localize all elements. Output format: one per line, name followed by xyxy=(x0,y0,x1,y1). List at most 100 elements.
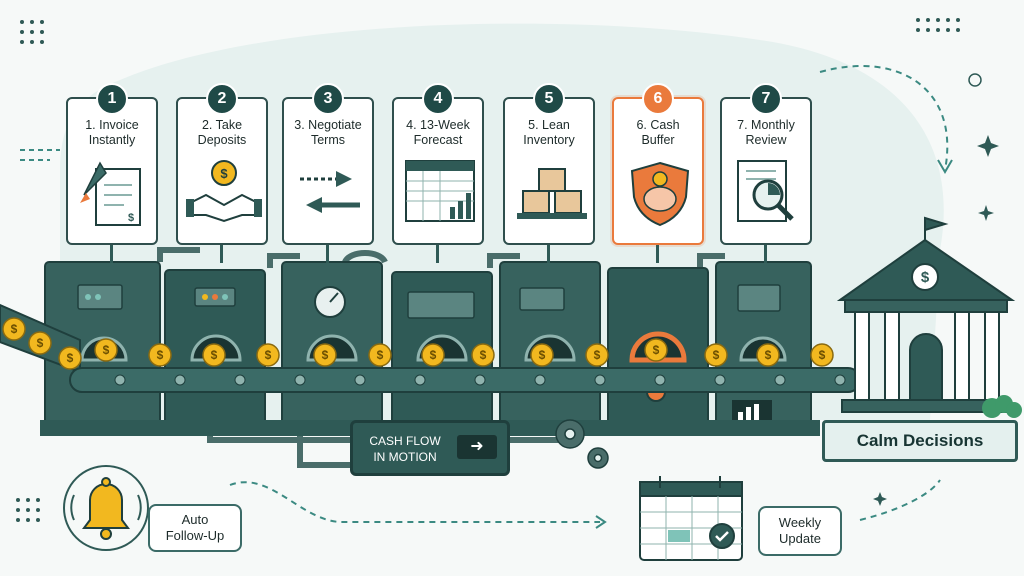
bush-icon xyxy=(982,395,1022,418)
svg-text:$: $ xyxy=(128,212,134,224)
coin-icon: $ xyxy=(313,343,337,367)
dot-grid-bottom-left xyxy=(16,498,40,522)
sparkle-icons xyxy=(873,135,999,506)
coin-icon: $ xyxy=(58,346,82,370)
coin-icon: $ xyxy=(28,331,52,355)
step-card-4: 4 4. 13-Week Forecast xyxy=(392,83,484,245)
svg-text:$: $ xyxy=(539,348,546,362)
svg-text:$: $ xyxy=(819,348,826,362)
coin-icon: $ xyxy=(2,317,26,341)
spreadsheet-chart-icon xyxy=(400,155,476,237)
svg-text:$: $ xyxy=(653,343,660,357)
coin-icon: $ xyxy=(585,343,609,367)
step-number-badge: 3 xyxy=(312,83,344,115)
step-card-5: 5 5. Lean Inventory xyxy=(503,83,595,245)
two-arrows-icon xyxy=(290,155,366,237)
coin-icon: $ xyxy=(530,343,554,367)
coin-icon: $ xyxy=(94,338,118,362)
dashed-connector-bottom xyxy=(229,481,600,523)
dashed-arc-top-right xyxy=(819,65,949,171)
step-number-badge: 6 xyxy=(642,83,674,115)
step-number-badge: 4 xyxy=(422,83,454,115)
calendar-icon xyxy=(639,476,743,561)
arrow-right-icon: ➜ xyxy=(457,435,497,459)
coin-icon: $ xyxy=(810,343,834,367)
rocket-invoice-icon: $ xyxy=(74,155,150,237)
belt-rollers xyxy=(114,374,846,386)
step-title: 3. Negotiate Terms xyxy=(294,118,362,147)
svg-text:$: $ xyxy=(220,166,228,181)
dashed-connector-right xyxy=(859,479,941,521)
indicator-lights xyxy=(85,294,228,300)
step-number-badge: 1 xyxy=(96,83,128,115)
cash-flow-label: CASH FLOW IN MOTION xyxy=(369,434,441,464)
step-title: 2. Take Deposits xyxy=(197,118,247,147)
step-number-badge: 7 xyxy=(750,83,782,115)
gear-icon xyxy=(555,419,609,469)
step-title: 5. Lean Inventory xyxy=(523,118,575,147)
coin-icon: $ xyxy=(471,343,495,367)
coin-icon: $ xyxy=(756,343,780,367)
card-connector xyxy=(764,245,767,263)
dot-grid-top-left xyxy=(20,20,44,44)
bell-wave-left xyxy=(70,494,75,521)
card-connector xyxy=(547,245,550,263)
arrow-head-top-right xyxy=(937,159,953,174)
coin-icon: $ xyxy=(202,343,226,367)
svg-text:$: $ xyxy=(37,336,44,350)
coin-icon: $ xyxy=(256,343,280,367)
svg-text:$: $ xyxy=(265,348,272,362)
step-title: 7. Monthly Review xyxy=(737,118,795,147)
svg-text:$: $ xyxy=(157,348,164,362)
gauge-icon xyxy=(314,286,346,318)
svg-text:$: $ xyxy=(377,348,384,362)
svg-text:$: $ xyxy=(480,348,487,362)
bank-dollar-sign: $ xyxy=(921,269,930,286)
step-card-6: 6 6. Cash Buffer xyxy=(612,83,704,245)
bell-wave-right xyxy=(137,494,142,521)
coin-icon: $ xyxy=(368,343,392,367)
step-card-1: 1 1. Invoice Instantly $ xyxy=(66,83,158,245)
step-number-badge: 5 xyxy=(533,83,565,115)
step-title: 1. Invoice Instantly xyxy=(85,118,139,147)
auto-followup-label: Auto Follow-Up xyxy=(148,504,242,552)
svg-text:$: $ xyxy=(11,322,18,336)
svg-text:$: $ xyxy=(765,348,772,362)
weekly-update-label: Weekly Update xyxy=(758,506,842,556)
coin-icon: $ xyxy=(704,343,728,367)
step-title: 6. Cash Buffer xyxy=(636,118,680,147)
magnifier-report-icon xyxy=(728,155,804,237)
cash-flow-panel: CASH FLOW IN MOTION ➜ xyxy=(350,420,510,476)
svg-text:$: $ xyxy=(67,351,74,365)
coin-icon: $ xyxy=(644,338,668,362)
coin-icon: $ xyxy=(148,343,172,367)
calm-decisions-label: Calm Decisions xyxy=(822,420,1018,462)
card-connector xyxy=(220,245,223,263)
handshake-coin-icon: $ xyxy=(184,155,262,237)
svg-text:$: $ xyxy=(322,348,329,362)
bank-building-icon xyxy=(836,216,1016,413)
dot-grid-top-right xyxy=(916,18,960,32)
bell-icon xyxy=(82,477,130,540)
decor-circle xyxy=(968,73,982,87)
card-connector xyxy=(436,245,439,263)
piggy-bank-shield-icon xyxy=(620,155,696,237)
arrow-head-bottom xyxy=(595,515,607,529)
card-connector xyxy=(110,245,113,263)
svg-text:$: $ xyxy=(430,348,437,362)
card-connector xyxy=(326,245,329,263)
step-card-2: 2 2. Take Deposits $ xyxy=(176,83,268,245)
step-title: 4. 13-Week Forecast xyxy=(406,118,470,147)
svg-text:$: $ xyxy=(211,348,218,362)
step-card-7: 7 7. Monthly Review xyxy=(720,83,812,245)
step-card-3: 3 3. Negotiate Terms xyxy=(282,83,374,245)
step-number-badge: 2 xyxy=(206,83,238,115)
svg-text:$: $ xyxy=(103,343,110,357)
coin-icon: $ xyxy=(421,343,445,367)
boxes-icon xyxy=(511,155,587,237)
svg-text:$: $ xyxy=(594,348,601,362)
card-connector xyxy=(656,245,659,263)
svg-text:$: $ xyxy=(713,348,720,362)
